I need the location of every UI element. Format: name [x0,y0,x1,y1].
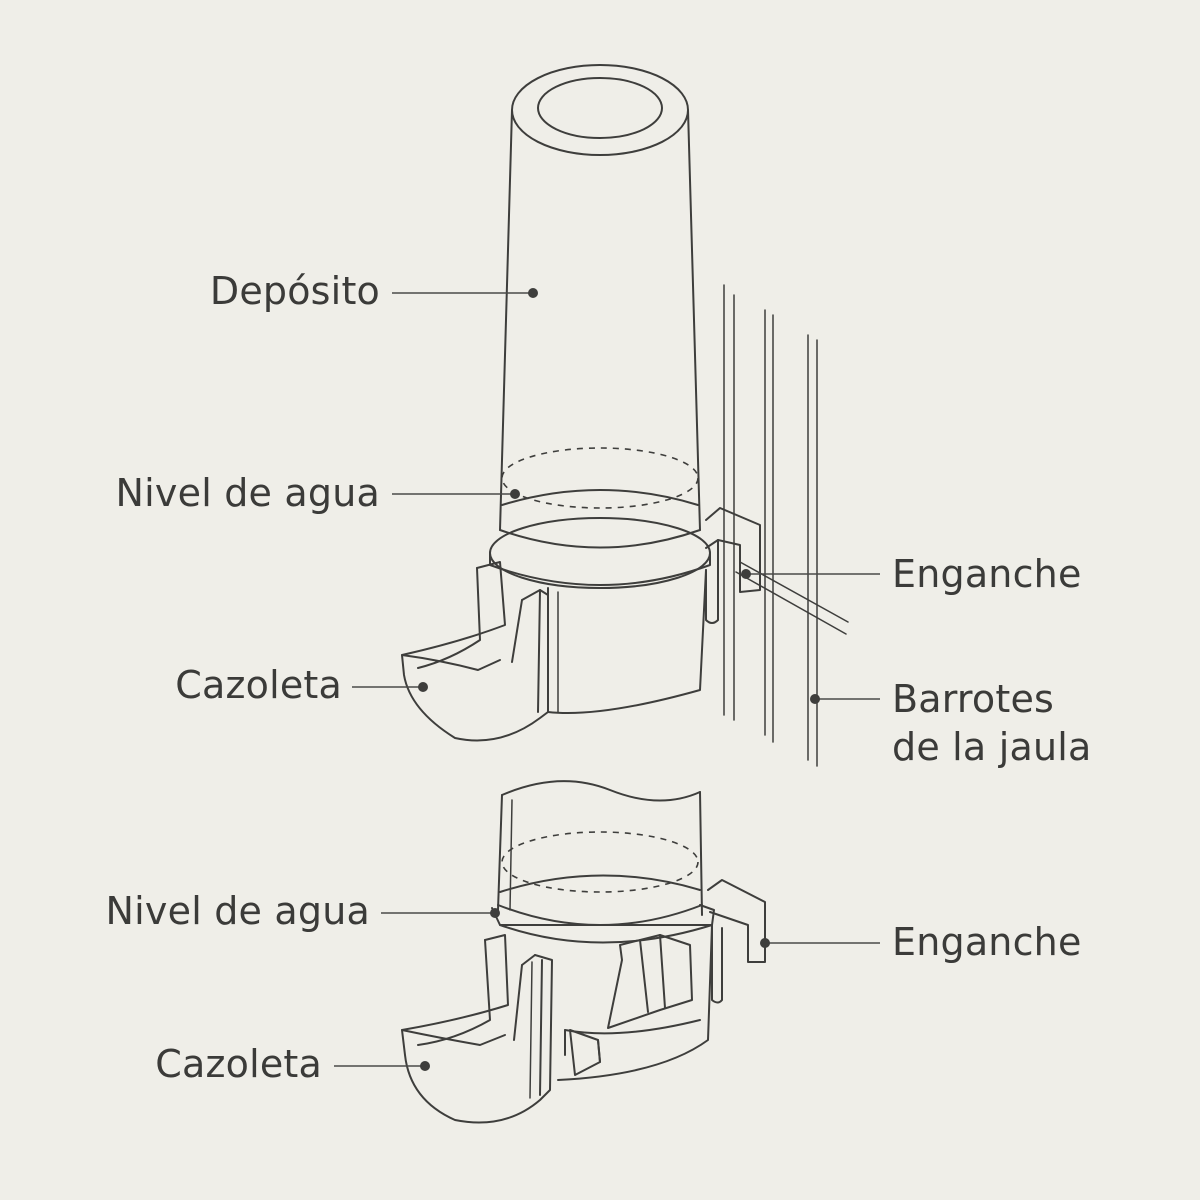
bottom-hook [707,879,766,1004]
label-cup-bottom: Cazoleta [155,1042,322,1086]
top-hook [705,507,761,624]
bottom-base-cutaway [491,904,715,1081]
bottom-trough [401,934,553,1124]
bottom-drinker-assembly [401,780,766,1124]
label-water-level-top: Nivel de agua [115,471,380,515]
label-hook-bottom: Enganche [892,920,1082,964]
bottom-tube-cut [497,780,703,926]
label-hook-top: Enganche [892,552,1082,596]
label-reservoir: Depósito [209,269,380,313]
label-cage-bars-line1: Barrotes [892,677,1055,721]
label-water-level-bottom: Nivel de agua [105,889,370,933]
cage-bars [723,284,849,767]
top-drinker-assembly [401,64,849,767]
reservoir-tube [499,64,701,549]
top-trough [401,561,549,742]
label-cage-bars-line2: de la jaula [892,725,1092,769]
label-cup-top: Cazoleta [175,663,342,707]
base-cup [489,517,711,715]
leader-lines [334,288,880,1071]
